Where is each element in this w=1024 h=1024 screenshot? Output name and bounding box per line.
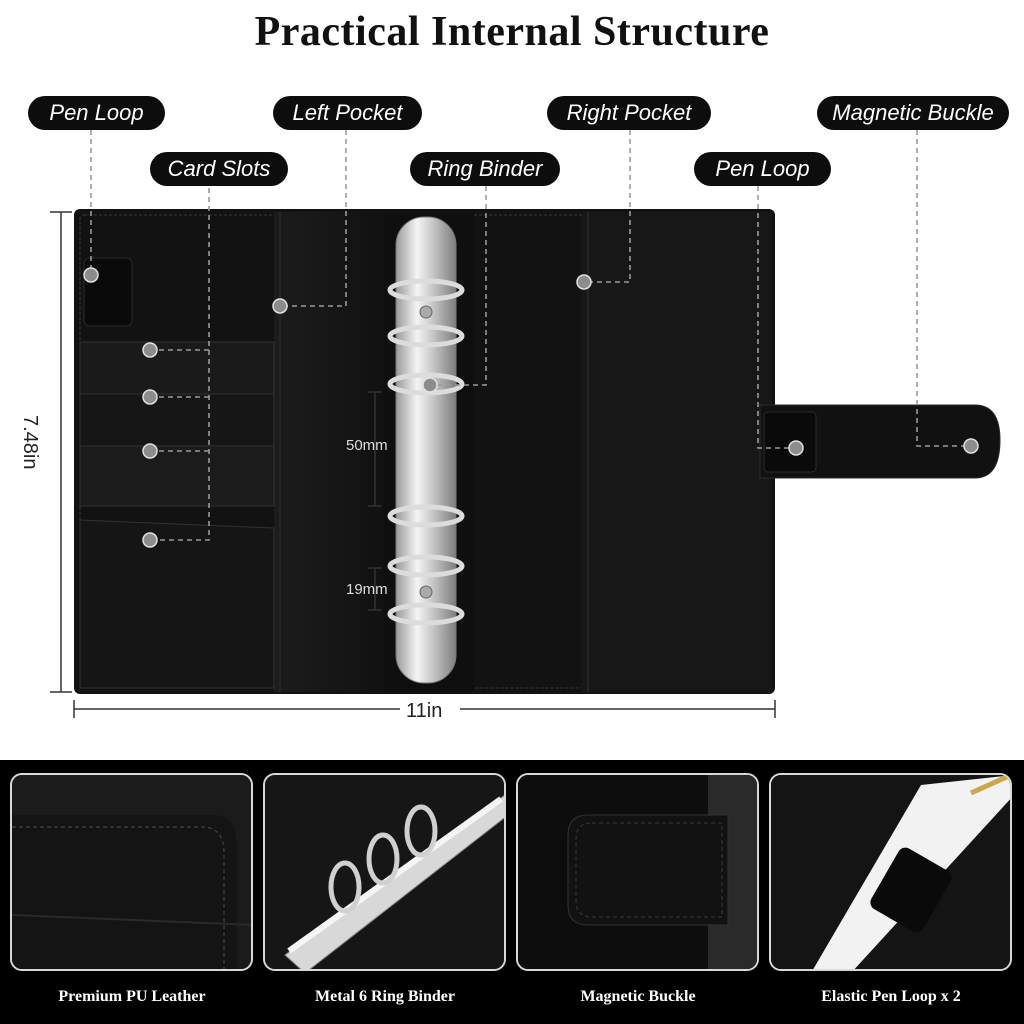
ring-gap-markers [368,391,382,611]
magnetic-buckle-label: Magnetic Buckle [817,96,1009,130]
card-slots [79,341,275,689]
binder-diagram: 50mm 19mm 7.48in 11in [19,130,1001,722]
leader-ring-binder [430,186,487,386]
ring-2 [387,324,465,348]
ring-binder-label: Ring Binder [410,152,560,186]
callout-dots [83,267,979,548]
ring-3 [387,372,465,396]
page-title: Practical Internal Structure [254,9,770,55]
binder-body [74,209,1001,694]
magnetic-strap [759,404,1001,479]
height-label: 7.48in [19,415,41,470]
leader-magnetic-buckle [916,130,971,447]
ring-1 [387,278,465,302]
ring-binder [387,216,465,684]
card-slots-label: Card Slots [150,152,288,186]
feature-caption-pen-loop: Elastic Pen Loop x 2 [821,988,961,1005]
feature-thumb-leather [10,773,253,971]
left-pocket-label: Left Pocket [273,96,422,130]
ring-4 [387,504,465,528]
leader-right-pocket [584,130,631,283]
feature-caption-magnetic-buckle: Magnetic Buckle [580,988,696,1005]
feature-caption-leather: Premium PU Leather [58,988,206,1005]
leader-card-slots [150,188,210,541]
width-dimension [73,700,776,718]
feature-thumb-pen-loop [769,773,1012,971]
ring-5 [387,554,465,578]
feature-thumb-magnetic-buckle [516,773,759,971]
pen-loop-right-label: Pen Loop [694,152,831,186]
leader-pen-loop-right [757,186,796,449]
ring-gap-small-label: 19mm [346,581,388,598]
feature-caption-ring-binder: Metal 6 Ring Binder [315,988,455,1005]
leader-left-pocket [280,130,347,307]
pen-loop-left-label: Pen Loop [28,96,165,130]
height-dimension [50,211,72,693]
leader-lines [90,130,971,541]
width-label: 11in [406,700,442,722]
feature-thumb-ring-binder [263,773,506,971]
ring-6 [387,602,465,626]
right-pocket-label: Right Pocket [547,96,711,130]
ring-gap-large-label: 50mm [346,437,388,454]
